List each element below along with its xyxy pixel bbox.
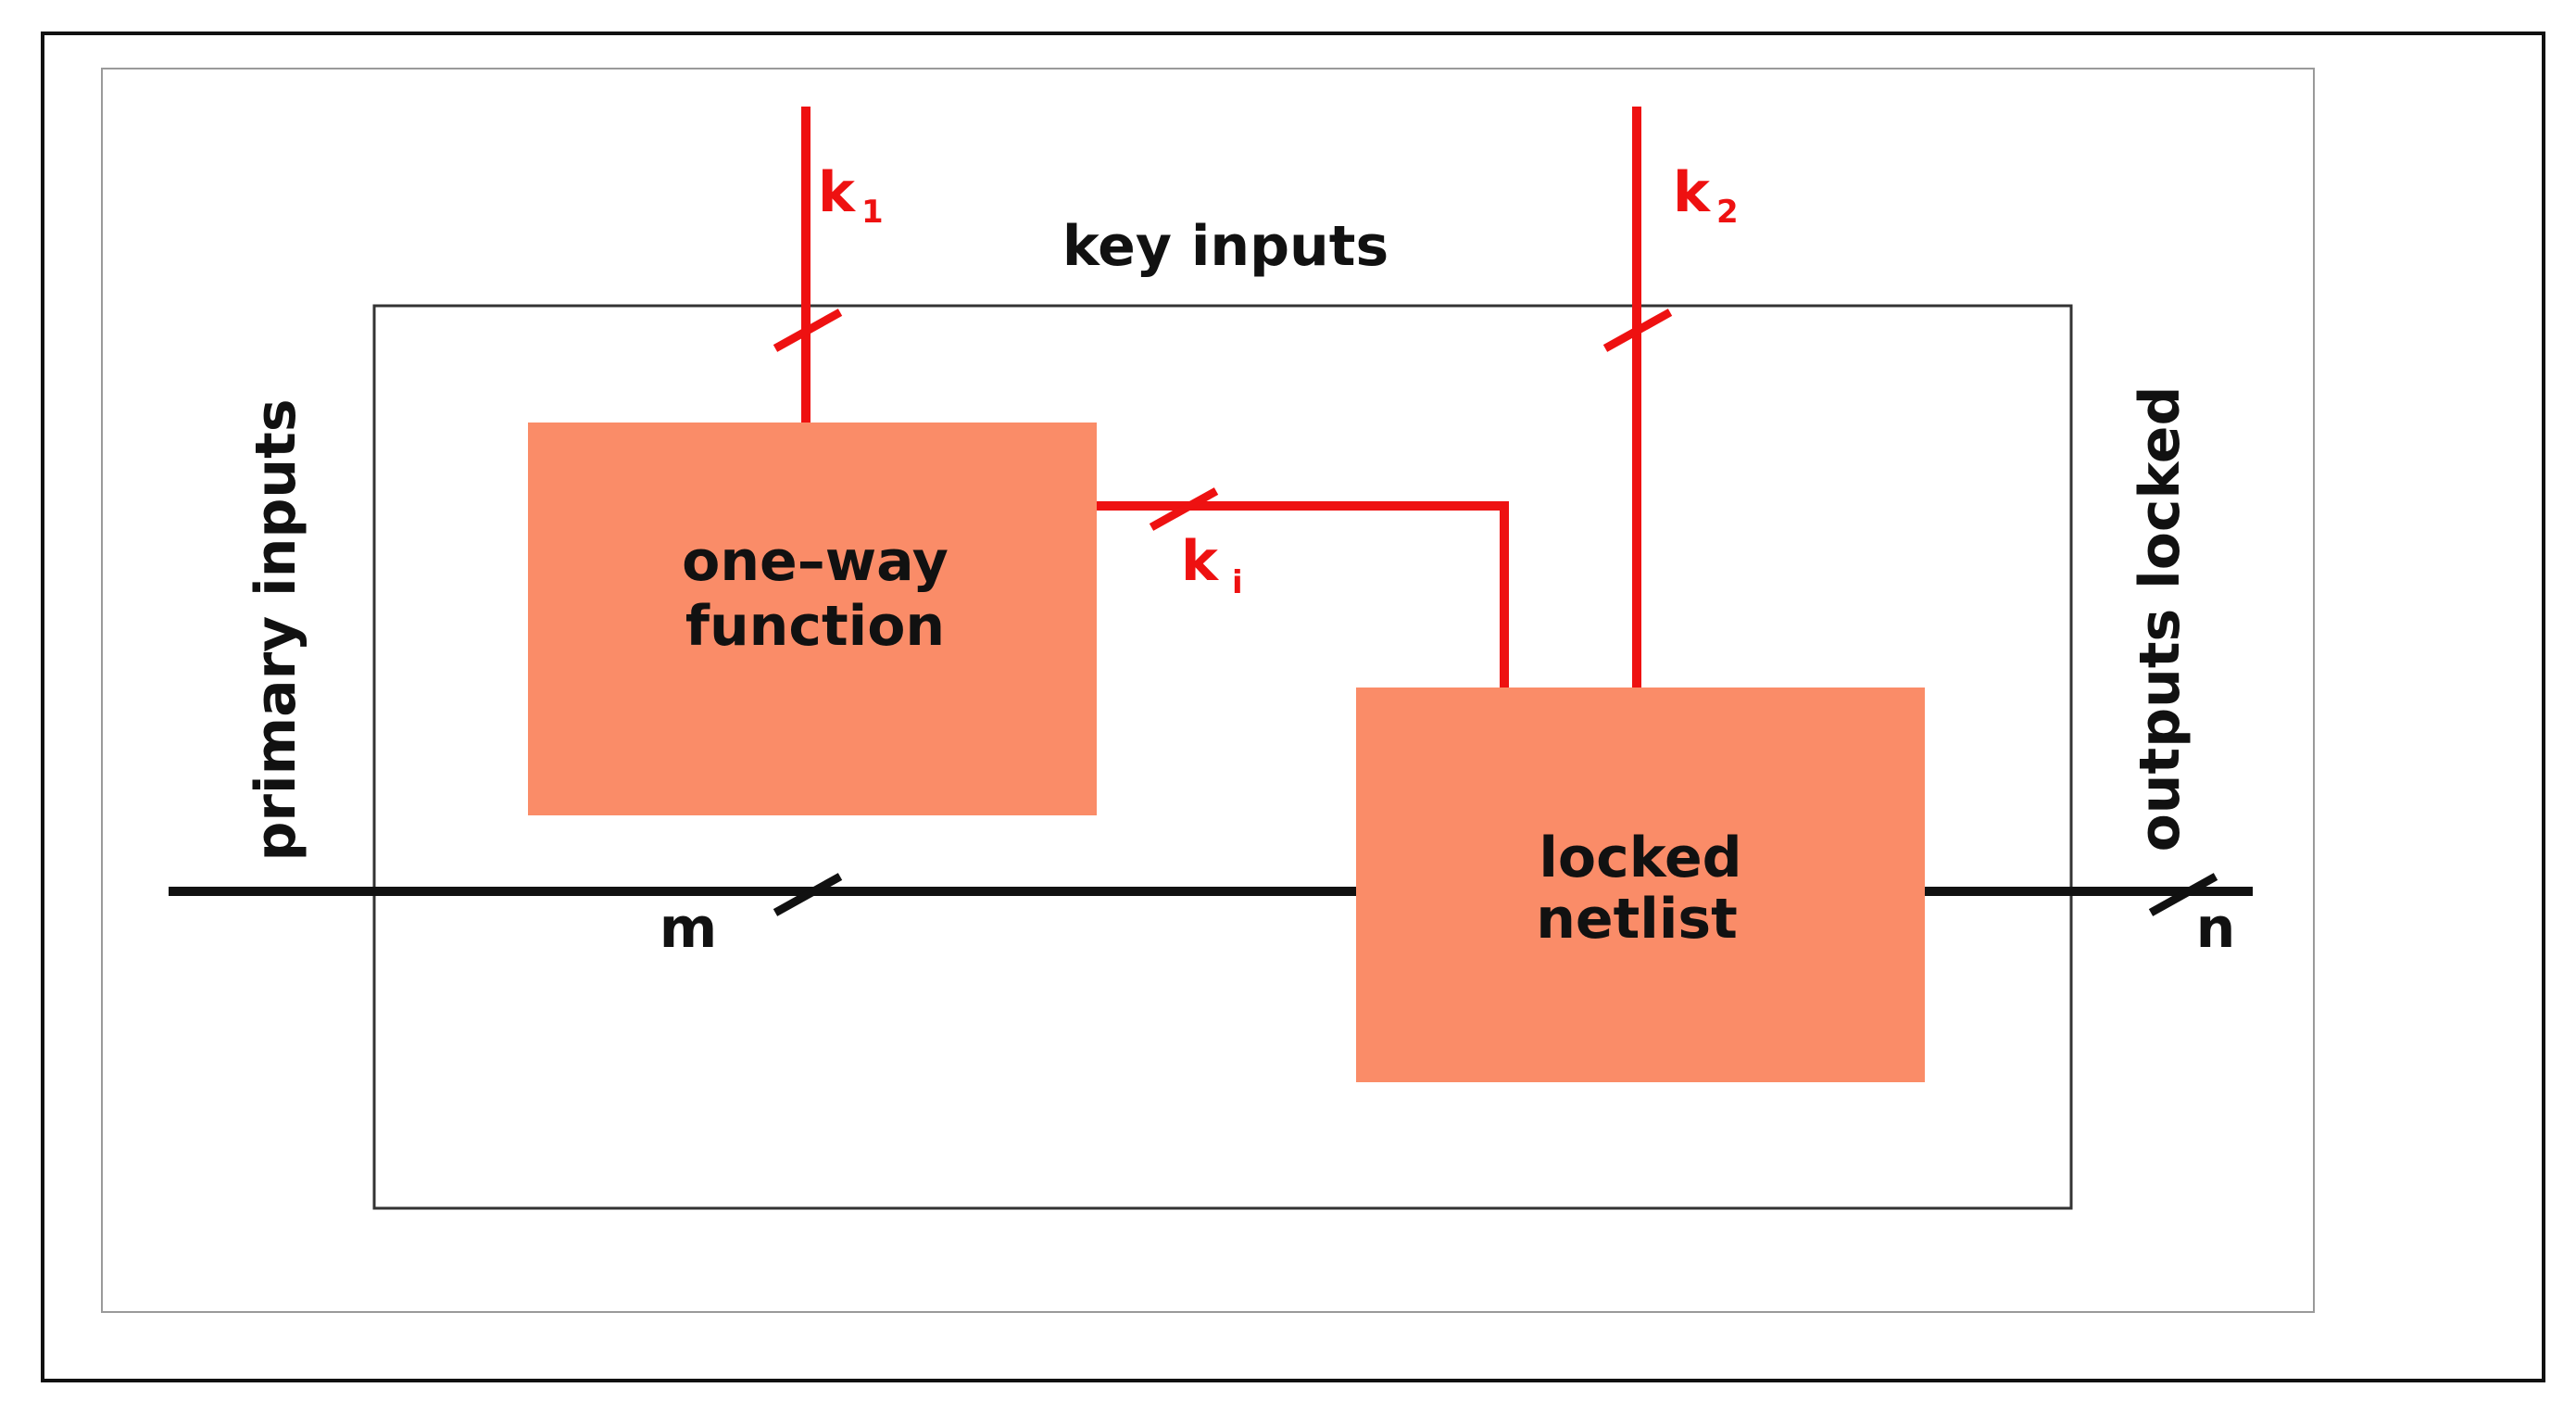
locked-netlist-box <box>1356 688 1925 1082</box>
locked-netlist-label-line2: netlist <box>1536 887 1738 952</box>
one-way-function-block: one–way function <box>528 423 1097 815</box>
input-width-label: m <box>660 896 718 961</box>
k2-label-base: k <box>1673 160 1712 225</box>
key-wire-k1-slash <box>773 309 843 352</box>
k2-label: k 2 <box>1673 160 1739 231</box>
key-wire-k2-slash <box>1602 309 1673 352</box>
key-wire-ki-slash <box>1149 487 1219 531</box>
locked-netlist-block: locked netlist <box>1356 688 1925 1082</box>
k1-label-base: k <box>818 160 857 225</box>
circuit-boundary <box>372 304 2073 1210</box>
ki-label-base: k <box>1181 529 1220 594</box>
ki-label: k i <box>1181 529 1243 601</box>
key-inputs-label: key inputs <box>1062 214 1389 279</box>
outputs-locked-label: outputs locked <box>2128 386 2193 852</box>
k1-label: k 1 <box>818 160 884 231</box>
output-width-label: n <box>2196 896 2236 961</box>
ki-label-subscript: i <box>1232 564 1243 601</box>
locked-netlist-label-line1: locked <box>1539 826 1741 890</box>
one-way-function-box <box>528 423 1097 815</box>
input-bus-slash <box>773 873 843 916</box>
figure-frame <box>41 32 2545 1382</box>
primary-inputs-label: primary inputs <box>244 398 308 861</box>
one-way-function-label-line2: function <box>685 594 945 659</box>
image-border <box>101 68 2315 1313</box>
output-bus-slash <box>2148 873 2218 916</box>
k1-label-subscript: 1 <box>861 194 884 231</box>
k2-label-subscript: 2 <box>1716 194 1739 231</box>
one-way-function-label-line1: one–way <box>682 529 949 594</box>
key-wire-ki <box>1097 501 1509 688</box>
